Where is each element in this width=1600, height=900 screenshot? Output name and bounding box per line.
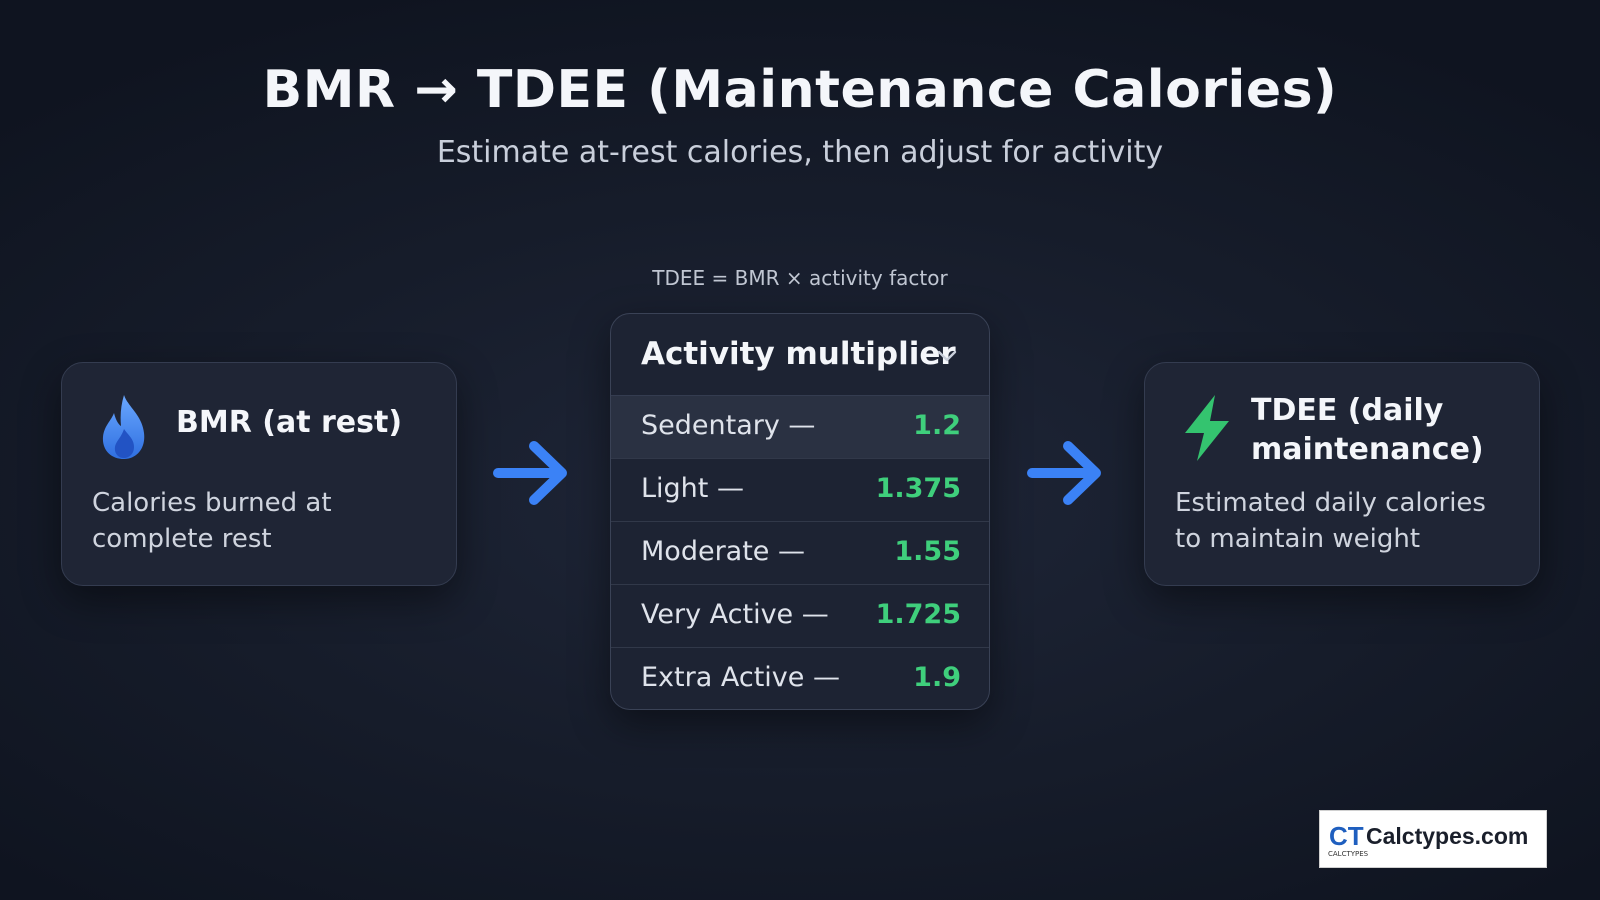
option-value: 1.725 [875,599,961,630]
page-subtitle: Estimate at-rest calories, then adjust f… [436,135,1164,170]
lightning-bolt-icon [1185,395,1229,461]
calctypes-logo-icon: CT [1329,821,1364,851]
bmr-card: BMR (at rest) Calories burned at complet… [61,362,457,586]
bmr-card-description: Calories burned at complete rest [92,488,332,554]
flame-icon [102,395,145,459]
arrow-right-icon [493,441,567,505]
bmr-card-title: BMR (at rest) [176,405,403,440]
option-value: 1.9 [913,662,961,693]
option-label: Very Active — [641,599,829,630]
multiplier-option-extra-active[interactable]: Extra Active — 1.9 [611,648,989,709]
svg-text:CT: CT [1329,821,1364,851]
option-value: 1.2 [913,410,961,441]
multiplier-option-light[interactable]: Light — 1.375 [611,459,989,522]
page-title: BMR → TDEE (Maintenance Calories) [262,60,1338,120]
activity-multiplier-dropdown[interactable]: Activity multiplier Sedentary — 1.2 Ligh… [610,313,990,710]
option-value: 1.55 [894,536,961,567]
formula-label: TDEE = BMR × activity factor [652,266,948,290]
option-label: Sedentary — [641,410,816,441]
multiplier-option-sedentary[interactable]: Sedentary — 1.2 [611,396,989,459]
dropdown-header[interactable]: Activity multiplier [611,314,989,396]
chevron-down-icon[interactable] [935,344,959,368]
tdee-card-description: Estimated daily calories to maintain wei… [1175,488,1486,554]
calctypes-watermark: CT CALCTYPES Calctypes.com [1319,810,1547,868]
tdee-card-title: TDEE (daily maintenance) [1251,393,1484,467]
multiplier-option-moderate[interactable]: Moderate — 1.55 [611,522,989,585]
option-label: Moderate — [641,536,805,567]
multiplier-option-very-active[interactable]: Very Active — 1.725 [611,585,989,648]
logo-subtext: CALCTYPES [1328,850,1369,858]
brand-name: Calctypes.com [1366,823,1529,849]
option-label: Extra Active — [641,662,840,693]
dropdown-title: Activity multiplier [641,336,956,372]
arrow-right-icon [1027,441,1101,505]
option-label: Light — [641,473,744,504]
option-value: 1.375 [875,473,961,504]
tdee-card: TDEE (daily maintenance) Estimated daily… [1144,362,1540,586]
